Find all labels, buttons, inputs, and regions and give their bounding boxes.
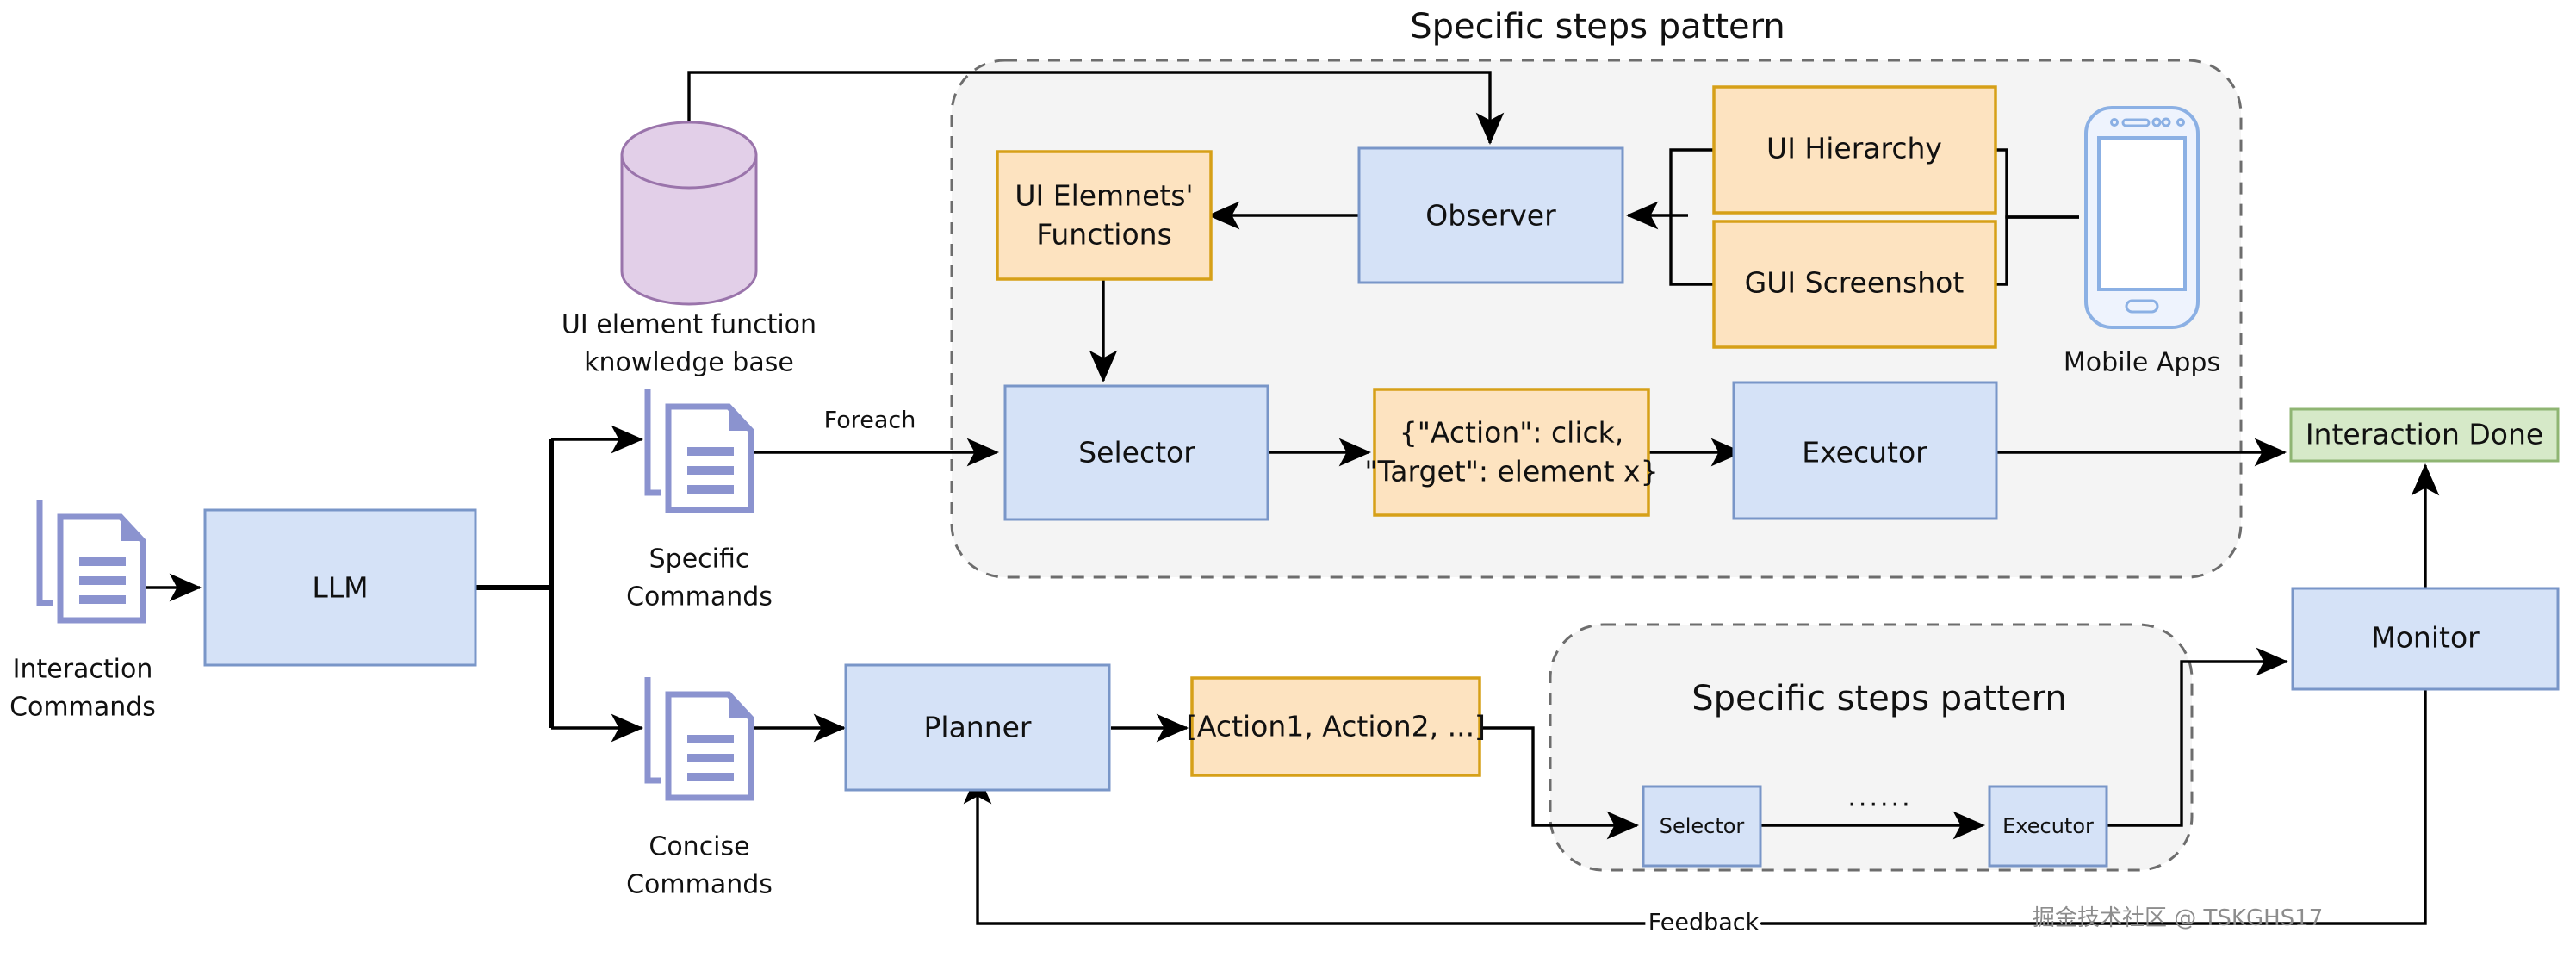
specific-commands-label-line2: Commands [626,582,773,613]
edge-ui-hierarchy-to-observer [1669,148,1714,215]
edge-knowledge-base-to-observer [687,71,1505,146]
edge-feedback-monitor-to-planner [963,689,2427,925]
ui-hierarchy-label: UI Hierarchy [1766,132,1942,165]
ui-elements-functions-label-line2: Functions [1036,218,1172,252]
specific-commands-document-icon [644,389,754,513]
knowledge-base-label-line1: UI element function [562,310,816,340]
interaction-commands-label-line1: Interaction [13,655,153,685]
concise-commands-document-icon [644,677,754,801]
ui-hierarchy-node[interactable] [1712,85,1997,215]
executor-top-node[interactable] [1732,381,1998,520]
llm-label: LLM [312,571,368,605]
selector-top-node[interactable] [1003,384,1269,521]
interaction-commands-document-icon [36,500,146,624]
edge-gui-screenshot-to-observer [1669,215,1714,286]
gui-screenshot-node[interactable] [1712,220,1997,349]
executor-top-label: Executor [1802,436,1927,470]
edge-action-list-to-selector [1480,726,1640,840]
action-list-label: [Action1, Action2, ...] [1186,710,1486,743]
selector-bottom-label: Selector [1660,814,1745,838]
executor-bottom-label: Executor [2002,814,2094,838]
selector-top-label: Selector [1078,436,1195,470]
interaction-done-node[interactable] [2289,407,2560,463]
action-json-label-line1: {"Action": click, [1400,416,1624,450]
ui-elements-functions-label-line1: UI Elemnets' [1015,179,1193,213]
action-json-label-line2: "Target": element x} [1364,455,1658,488]
title-specific-steps-pattern-bottom: Specific steps pattern [1691,679,2066,718]
interaction-commands-label-line2: Commands [9,693,156,723]
observer-node[interactable] [1357,146,1624,284]
monitor-node[interactable] [2291,587,2560,691]
specific-commands-label-line1: Specific [649,544,750,575]
action-list-node[interactable] [1190,676,1481,777]
watermark-text: 掘金技术社区 @ TSKGHS17 [2033,905,2323,931]
monitor-label: Monitor [2371,621,2480,655]
selector-bottom-node[interactable] [1642,785,1762,868]
title-specific-steps-pattern-top: Specific steps pattern [1410,7,1785,47]
planner-label: Planner [924,711,1032,744]
edge-label-feedback: Feedback [1648,910,1760,936]
knowledge-base-cylinder-icon [620,121,758,306]
action-json-node[interactable] [1373,388,1650,517]
interaction-done-label: Interaction Done [2306,418,2543,451]
llm-node[interactable] [203,508,477,667]
mobile-apps-label: Mobile Apps [2064,348,2220,378]
executor-bottom-node[interactable] [1988,785,2108,868]
edge-label-foreach: Foreach [824,407,916,434]
knowledge-base-label-line2: knowledge base [584,348,794,378]
ellipsis-label: ...... [1847,783,1912,813]
concise-commands-label-line1: Concise [649,832,749,862]
mobile-phone-icon [2084,106,2200,329]
gui-screenshot-label: GUI Screenshot [1745,266,1965,300]
planner-node[interactable] [844,663,1111,792]
edge-executor-to-monitor [2106,647,2289,827]
observer-label: Observer [1425,199,1556,233]
ui-elements-functions-node[interactable] [996,150,1213,281]
concise-commands-label-line2: Commands [626,870,773,900]
